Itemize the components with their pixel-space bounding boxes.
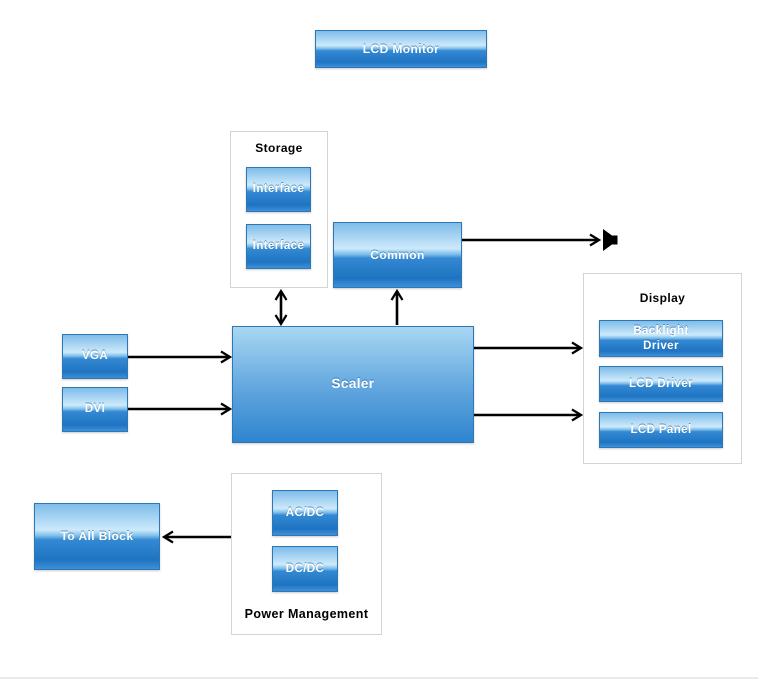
block-label: Interface <box>252 240 305 253</box>
block-label: DC/DC <box>285 562 325 575</box>
group-title-power-management: Power Management <box>244 607 369 621</box>
block-lcd-monitor: LCD Monitor <box>315 30 487 68</box>
block-common: Common <box>333 222 462 288</box>
block-to-all-block: To All Block <box>34 503 160 570</box>
block-interface-2: Interface <box>246 224 311 269</box>
block-label: AC/DC <box>285 506 325 519</box>
block-scaler: Scaler <box>232 326 474 443</box>
block-dvi: DVI <box>62 387 128 432</box>
block-dcdc: DC/DC <box>272 546 338 592</box>
group-title-display: Display <box>639 291 686 305</box>
block-label: To All Block <box>60 529 134 543</box>
block-label: LCD Panel <box>630 423 692 436</box>
block-label: Interface <box>252 183 305 196</box>
block-label: LCD Driver <box>628 377 694 390</box>
bottom-divider <box>0 677 758 679</box>
speaker-icon <box>603 229 618 251</box>
block-vga: VGA <box>62 334 128 379</box>
block-lcd-driver: LCD Driver <box>599 366 723 402</box>
block-label: LCD Monitor <box>362 41 440 56</box>
block-interface-1: Interface <box>246 167 311 212</box>
block-lcd-panel: LCD Panel <box>599 412 723 448</box>
block-backlight-driver: Backlight Driver <box>599 320 723 357</box>
block-label: DVI <box>84 403 106 416</box>
group-title-storage: Storage <box>255 141 303 155</box>
block-label: Backlight Driver <box>633 325 689 352</box>
block-label: VGA <box>81 350 109 363</box>
block-acdc: AC/DC <box>272 490 338 536</box>
block-label: Scaler <box>331 376 375 392</box>
block-label: Common <box>370 247 425 262</box>
